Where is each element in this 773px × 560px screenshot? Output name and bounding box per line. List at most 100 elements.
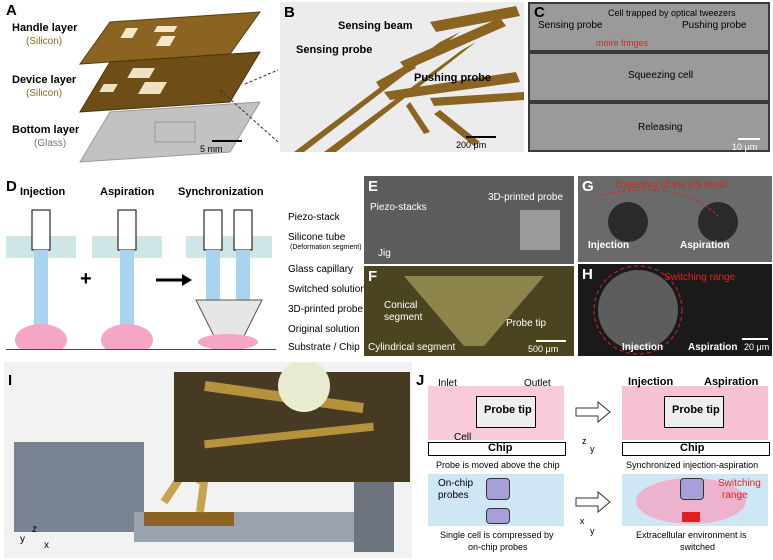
- j-axis-z: z: [582, 436, 587, 446]
- jtl-inlet-label: Inlet: [438, 378, 457, 389]
- e-probe-label: 3D-printed probe: [488, 192, 564, 203]
- scale-bar-b: [466, 136, 496, 138]
- jtr-caption: Synchronized injection-aspiration: [626, 460, 759, 470]
- probe-tip-illustration: [404, 276, 544, 346]
- scale-label-f: 500 μm: [528, 344, 559, 354]
- d-sync-title: Synchronization: [178, 186, 264, 198]
- bottom-layer-material: (Glass): [34, 138, 67, 149]
- jtl-caption: Probe is moved above the chip: [436, 460, 560, 470]
- scale-label-h: 20 μm: [744, 342, 770, 352]
- layer-stack-illustration: [78, 11, 279, 163]
- h-injection-label: Injection: [622, 342, 664, 353]
- panel-e-letter: E: [368, 178, 379, 195]
- d-aspiration-title: Aspiration: [100, 186, 155, 198]
- jtl-probe-tip-box: [476, 396, 536, 428]
- microscope-frame-2: [530, 54, 768, 100]
- g-trajectory-label: Trajectory of the PS bead: [614, 180, 728, 191]
- j-axis-x: x: [580, 516, 585, 526]
- i-setup-render: [14, 362, 410, 552]
- d-tube-label: Silicone tube: [288, 232, 346, 243]
- jbr-caption: Extracellular environment is: [636, 530, 747, 540]
- d-plus-sign: +: [80, 268, 92, 290]
- scale-label-c: 10 μm: [732, 142, 758, 152]
- panel-f-letter: F: [368, 268, 378, 285]
- panel-i-letter: I: [8, 372, 13, 389]
- jbr-range-label-2: range: [722, 490, 748, 501]
- i-axis-x: x: [44, 540, 49, 551]
- j-axis-y: y: [590, 444, 595, 454]
- g-injection-label: Injection: [588, 240, 630, 251]
- f-tip-label: Probe tip: [506, 318, 547, 329]
- sensing-probe-illustration: [294, 6, 524, 152]
- pushing-probe-label: Pushing probe: [414, 72, 491, 84]
- f-conical-label: Conical: [384, 300, 418, 311]
- device-layer-material: (Silicon): [26, 88, 63, 99]
- jtl-probe-tip-label: Probe tip: [484, 404, 532, 416]
- jbl-probes-label: On-chip: [438, 478, 474, 489]
- jbr-caption-2: switched: [680, 542, 716, 552]
- e-probe-holder: [520, 210, 560, 250]
- handle-layer-label: Handle layer: [12, 22, 78, 34]
- d-switched-label: Switched solution: [288, 284, 366, 295]
- jtr-chip-label: Chip: [680, 442, 705, 454]
- j-axis-y2: y: [590, 526, 595, 536]
- i-axis-z: z: [32, 524, 37, 535]
- microscope-frame-1: [530, 4, 768, 50]
- handle-layer-material: (Silicon): [26, 36, 63, 47]
- f-conical-label-2: segment: [384, 312, 423, 323]
- d-original-label: Original solution: [288, 324, 360, 335]
- panel-d-letter: D: [6, 178, 17, 195]
- scale-bar-f: [536, 340, 566, 342]
- sensing-beam-label: Sensing beam: [338, 20, 413, 32]
- jbr-upper-probe: [680, 478, 704, 500]
- jtl-chip-box: [428, 442, 566, 456]
- h-aspiration-label: Aspiration: [688, 342, 738, 353]
- c-moire-label: moire fringes: [596, 38, 649, 48]
- panel-j-letter: J: [416, 372, 425, 389]
- c-squeezing-label: Squeezing cell: [628, 70, 694, 81]
- panel-c-letter: C: [534, 4, 545, 21]
- g-flow-field: [597, 189, 738, 242]
- d-probe-label: 3D-printed probe: [288, 304, 364, 315]
- scale-label-b: 200 μm: [456, 140, 487, 150]
- panel-a-letter: A: [6, 2, 17, 19]
- f-cylindrical-label: Cylindrical segment: [368, 342, 456, 353]
- i-axis-y: y: [20, 534, 25, 545]
- h-switching-range: [593, 265, 683, 355]
- sensing-probe-label: Sensing probe: [296, 44, 373, 56]
- h-range-label: Switching range: [664, 272, 736, 283]
- d-capillary-label: Glass capillary: [288, 264, 354, 275]
- c-pushing-probe-label: Pushing probe: [682, 20, 747, 31]
- jbl-upper-probe: [486, 478, 510, 500]
- panel-g-letter: G: [582, 178, 594, 195]
- scale-bar-a: [212, 140, 242, 142]
- panel-h-letter: H: [582, 266, 593, 283]
- synchronization-schematic: [6, 209, 276, 350]
- c-releasing-label: Releasing: [638, 122, 683, 133]
- jbr-range-label: Switching: [718, 478, 761, 489]
- jtl-outlet-label: Outlet: [524, 378, 551, 389]
- d-substrate-label: Substrate / Chip: [288, 342, 360, 353]
- jtr-aspiration-label: Aspiration: [704, 376, 759, 388]
- c-sensing-probe-label: Sensing probe: [538, 20, 603, 31]
- panel-b-letter: B: [284, 4, 295, 21]
- j-transition-arrows: [575, 400, 611, 514]
- jtr-probe-tip-label: Probe tip: [672, 404, 720, 416]
- g-aspiration-label: Aspiration: [680, 240, 730, 251]
- jbl-caption: Single cell is compressed by: [440, 530, 554, 540]
- jbl-caption-2: on-chip probes: [468, 542, 528, 552]
- jtr-chip-box: [622, 442, 770, 456]
- jbl-lower-probe: [486, 508, 510, 524]
- jtl-cell-label: Cell: [454, 432, 472, 443]
- jtl-chip-label: Chip: [488, 442, 513, 454]
- jbl-probes-label-2: probes: [438, 490, 469, 501]
- scale-bar-h: [742, 338, 768, 340]
- microscope-frame-3: [530, 104, 768, 150]
- bottom-layer-label: Bottom layer: [12, 124, 80, 136]
- jbr-red-arrow: [682, 512, 700, 522]
- scale-label-a: 5 mm: [200, 144, 223, 154]
- d-piezo-label: Piezo-stack: [288, 212, 340, 223]
- c-cell-trapped-label: Cell trapped by optical tweezers: [608, 8, 736, 18]
- d-tube-sub-label: (Deformation segment): [290, 244, 362, 251]
- device-layer-label: Device layer: [12, 74, 77, 86]
